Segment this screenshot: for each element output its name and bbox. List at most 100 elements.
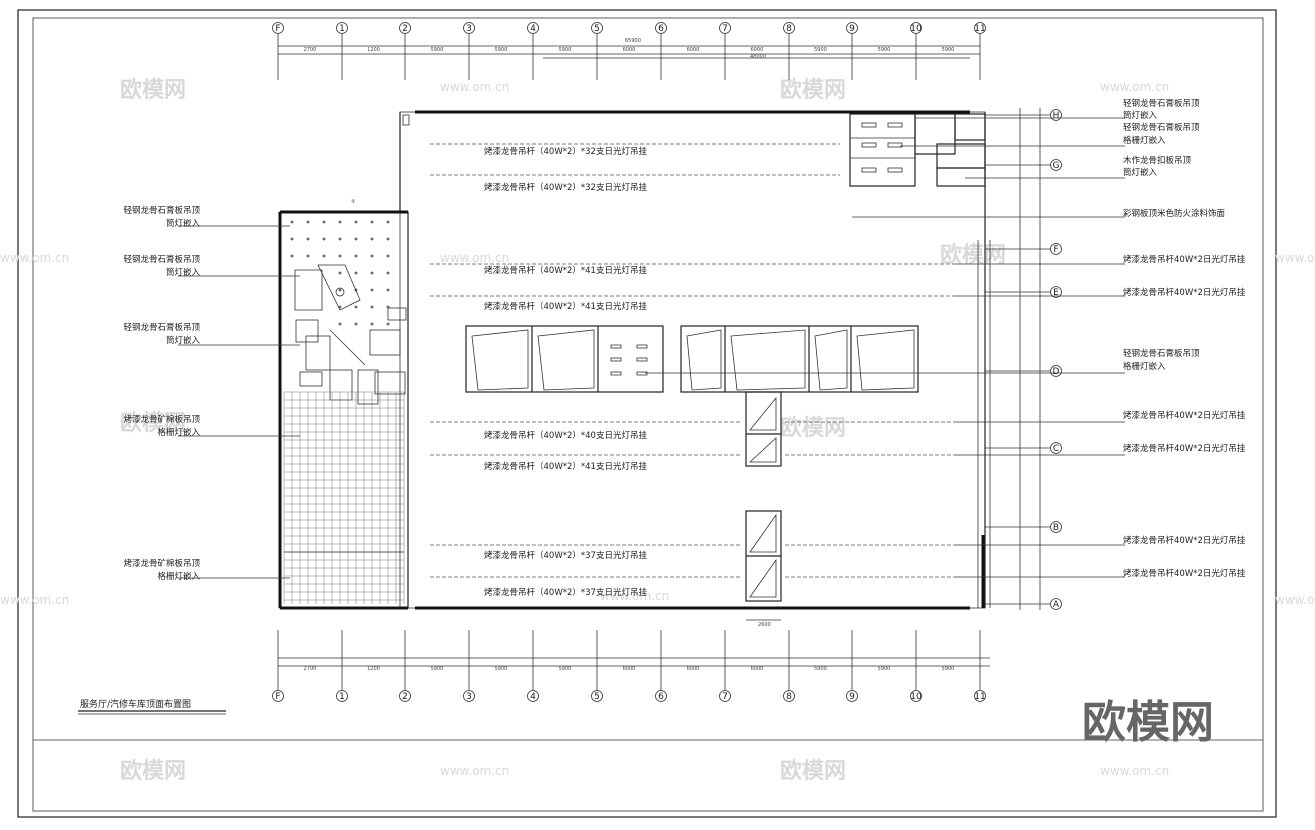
right-note-line: 筒灯嵌入: [1123, 110, 1158, 121]
bottom-dimension-value: 5900: [559, 666, 572, 672]
column-axis-bubble: [719, 22, 731, 34]
column-axis-label: 3: [466, 692, 472, 702]
top-dimension-value: 5900: [878, 47, 891, 53]
row-axis-label: G: [1053, 161, 1060, 171]
top-dimension-value: 1200: [367, 47, 380, 53]
right-note-line: 烤漆龙骨吊杆40W*2日光灯吊挂: [1123, 568, 1246, 579]
downlight-marker: [290, 254, 294, 258]
downlight-marker: [370, 322, 374, 326]
column-axis-bubble: [399, 22, 411, 34]
row-axis-bubble: [1050, 109, 1062, 121]
watermark-url: www.om.cn: [600, 589, 669, 603]
gap-dimension: 2600: [758, 622, 771, 628]
column-axis-bubble: [463, 22, 475, 34]
downlight-marker: [386, 288, 390, 292]
column-axis-label: 7: [722, 692, 728, 702]
watermark-brand: 欧模网: [120, 410, 186, 436]
downlight-marker: [354, 288, 358, 292]
right-note-line: 筒灯嵌入: [1123, 167, 1158, 178]
row-axis-bubble: [1050, 243, 1062, 255]
downlight-marker: [370, 288, 374, 292]
column-axis-label: 2: [402, 692, 408, 702]
top-dimension-value: 6000: [623, 47, 636, 53]
column-axis-label: 6: [658, 692, 664, 702]
downlight-marker: [354, 220, 358, 224]
column-axis-label: 11: [974, 24, 985, 34]
right-note-line: 烤漆龙骨吊杆40W*2日光灯吊挂: [1123, 443, 1246, 454]
column-axis-bubble: [655, 22, 667, 34]
right-note-line: 烤漆龙骨吊杆40W*2日光灯吊挂: [1123, 410, 1246, 421]
watermark-url: www.om.cn: [1275, 593, 1315, 607]
sheet-inner-frame: [32, 17, 1264, 812]
downlight-marker: [386, 322, 390, 326]
column-axis-bubble: [527, 690, 539, 702]
svg-text:⑤: ⑤: [351, 199, 355, 205]
fixture-label: 烤漆龙骨吊杆（40W*2）*40支日光灯吊挂: [484, 430, 647, 441]
drawing-title-block: 服务厅/汽修车库顶面布置图: [78, 698, 226, 715]
top-dimension-value: 5900: [814, 47, 827, 53]
column-axis-label: 5: [594, 692, 600, 702]
right-note-line: 格栅灯嵌入: [1123, 135, 1166, 146]
top-dimension-value: 6000: [751, 47, 764, 53]
top-right-offices: [849, 113, 986, 187]
top-dimension-value: 2700: [304, 47, 317, 53]
downlight-marker: [338, 220, 342, 224]
watermark-url: www.om.cn: [1100, 80, 1169, 94]
bottom-dimension-value: 2700: [304, 666, 317, 672]
left-notes: 轻钢龙骨石膏板吊顶 筒灯嵌入 轻钢龙骨石膏板吊顶 筒灯嵌入 轻钢龙骨石膏板吊顶 …: [123, 205, 200, 582]
downlight-marker: [306, 220, 310, 224]
column-axis-bubble: [910, 690, 922, 702]
watermark-layer: 欧模网 www.om.cn 欧模网 www.om.cn 欧模网 www.om.c…: [0, 77, 1315, 784]
top-dimension-value: 5900: [942, 47, 955, 53]
bottom-dimension-value: 6000: [687, 666, 700, 672]
service-downlights: [290, 220, 390, 326]
column-axis-bubble: [336, 22, 348, 34]
downlight-marker: [370, 254, 374, 258]
row-axis-label: C: [1053, 444, 1059, 454]
right-note-line: 轻钢龙骨石膏板吊顶: [1123, 122, 1200, 133]
column-axis-label: 8: [786, 24, 792, 34]
column-axis-label: F: [275, 24, 280, 34]
left-note-line: 轻钢龙骨石膏板吊顶: [123, 205, 200, 216]
column-axis-bubble: [527, 22, 539, 34]
downlight-marker: [322, 220, 326, 224]
column-axis-label: 1: [339, 24, 345, 34]
downlight-marker: [370, 237, 374, 241]
right-note-line: 木作龙骨扣板吊顶: [1123, 155, 1192, 166]
service-hall: ⑤: [278, 199, 409, 610]
row-axis-label: A: [1053, 600, 1060, 610]
downlight-marker: [386, 220, 390, 224]
watermark-url: www.om.cn: [1100, 764, 1169, 778]
downlight-marker: [354, 305, 358, 309]
left-note-line: 筒灯嵌入: [166, 267, 201, 278]
column-axis-label: 4: [530, 692, 536, 702]
bottom-dimension-value: 6000: [751, 666, 764, 672]
column-axis-label: 2: [402, 24, 408, 34]
column-axis-bubble: [846, 690, 858, 702]
bottom-dimension-value: 5900: [942, 666, 955, 672]
row-axis-bubble: [1050, 159, 1062, 171]
downlight-marker: [354, 254, 358, 258]
watermark-url: www.om.cn: [0, 593, 69, 607]
top-dimension-lines: 65900 48000: [278, 38, 980, 60]
drawing-title: 服务厅/汽修车库顶面布置图: [80, 698, 191, 710]
right-note-line: 格栅灯嵌入: [1123, 361, 1166, 372]
watermark-logo: 欧模网: [1082, 697, 1214, 748]
downlight-marker: [354, 271, 358, 275]
watermark-brand: 欧模网: [120, 77, 186, 103]
fixture-label: 烤漆龙骨吊杆（40W*2）*37支日光灯吊挂: [484, 587, 647, 598]
bottom-dimension-value: 6000: [623, 666, 636, 672]
downlight-marker: [338, 322, 342, 326]
row-axis-bubble: [1050, 286, 1062, 298]
left-note-line: 筒灯嵌入: [166, 335, 201, 346]
row-axis-bubble: [1050, 521, 1062, 533]
right-note-line: 彩钢板顶米色防火涂料饰面: [1123, 208, 1226, 219]
fixture-label: 烤漆龙骨吊杆（40W*2）*41支日光灯吊挂: [484, 301, 647, 312]
column-axis-label: 8: [786, 692, 792, 702]
left-note-line: 轻钢龙骨石膏板吊顶: [123, 322, 200, 333]
top-dimension-value: 5900: [559, 47, 572, 53]
